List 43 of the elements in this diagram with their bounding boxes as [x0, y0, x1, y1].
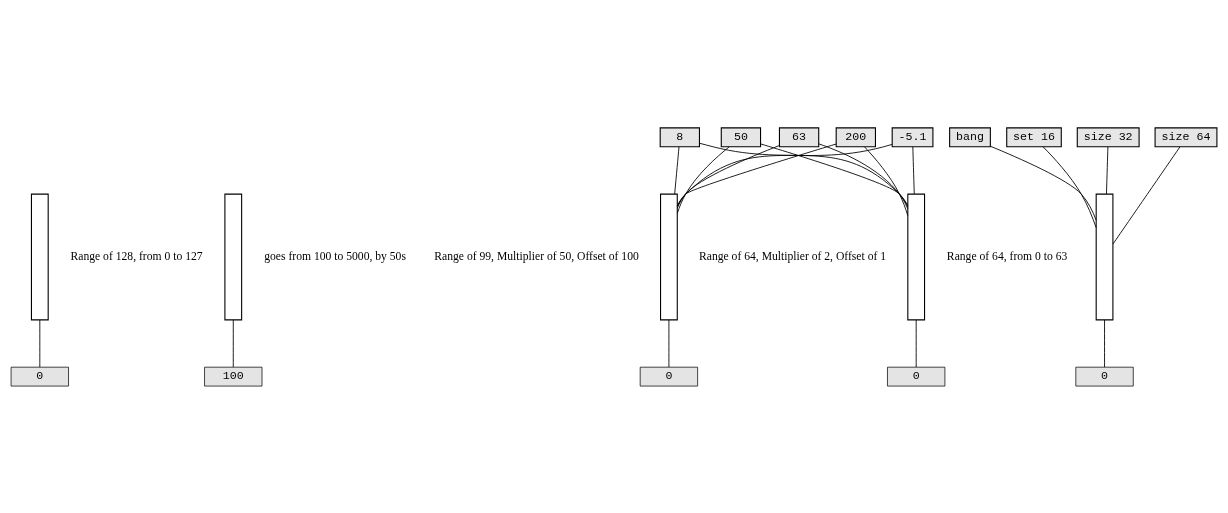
connector	[912, 146, 915, 194]
node-box: 63	[778, 126, 820, 147]
node-box: 8	[659, 126, 700, 147]
node-box: size 32	[1076, 126, 1140, 147]
node-bar	[30, 193, 49, 320]
node-bar	[224, 193, 243, 320]
connector	[676, 145, 730, 214]
node-bar	[1095, 193, 1114, 320]
connector	[674, 146, 680, 194]
connector	[699, 142, 909, 206]
node-box: 0	[639, 366, 698, 386]
node-box: 50	[720, 126, 762, 147]
connector	[39, 319, 41, 367]
connector	[676, 143, 837, 207]
node-box: bang	[949, 126, 991, 147]
node-box: 100	[204, 366, 263, 386]
connector	[668, 319, 670, 367]
connector	[232, 319, 234, 367]
connector	[1106, 146, 1109, 194]
connector	[760, 143, 909, 207]
node-label: goes from 100 to 5000, by 50s	[264, 249, 406, 263]
node-label: Range of 99, Multiplier of 50, Offset of 100	[434, 249, 639, 263]
node-box: 0	[1075, 366, 1134, 386]
connector	[989, 145, 1097, 221]
node-box: size 64	[1154, 126, 1218, 147]
connector	[818, 142, 909, 209]
connector	[915, 319, 917, 367]
node-box: 0	[887, 366, 946, 386]
node-bar	[907, 193, 926, 320]
node-box: set 16	[1006, 126, 1062, 147]
connector	[676, 143, 893, 206]
connector	[1104, 319, 1105, 367]
node-label: Range of 128, from 0 to 127	[70, 249, 203, 263]
node-box: 200	[835, 126, 876, 147]
node-label: Range of 64, Multiplier of 2, Offset of 1	[699, 249, 887, 263]
node-label: Range of 64, from 0 to 63	[946, 249, 1068, 263]
node-box: 0	[10, 366, 69, 386]
connector	[864, 145, 909, 216]
connector	[1042, 145, 1097, 228]
node-box: -5.1	[891, 126, 934, 147]
node-bar	[660, 193, 678, 320]
connector	[1112, 146, 1181, 244]
connector	[676, 144, 780, 208]
